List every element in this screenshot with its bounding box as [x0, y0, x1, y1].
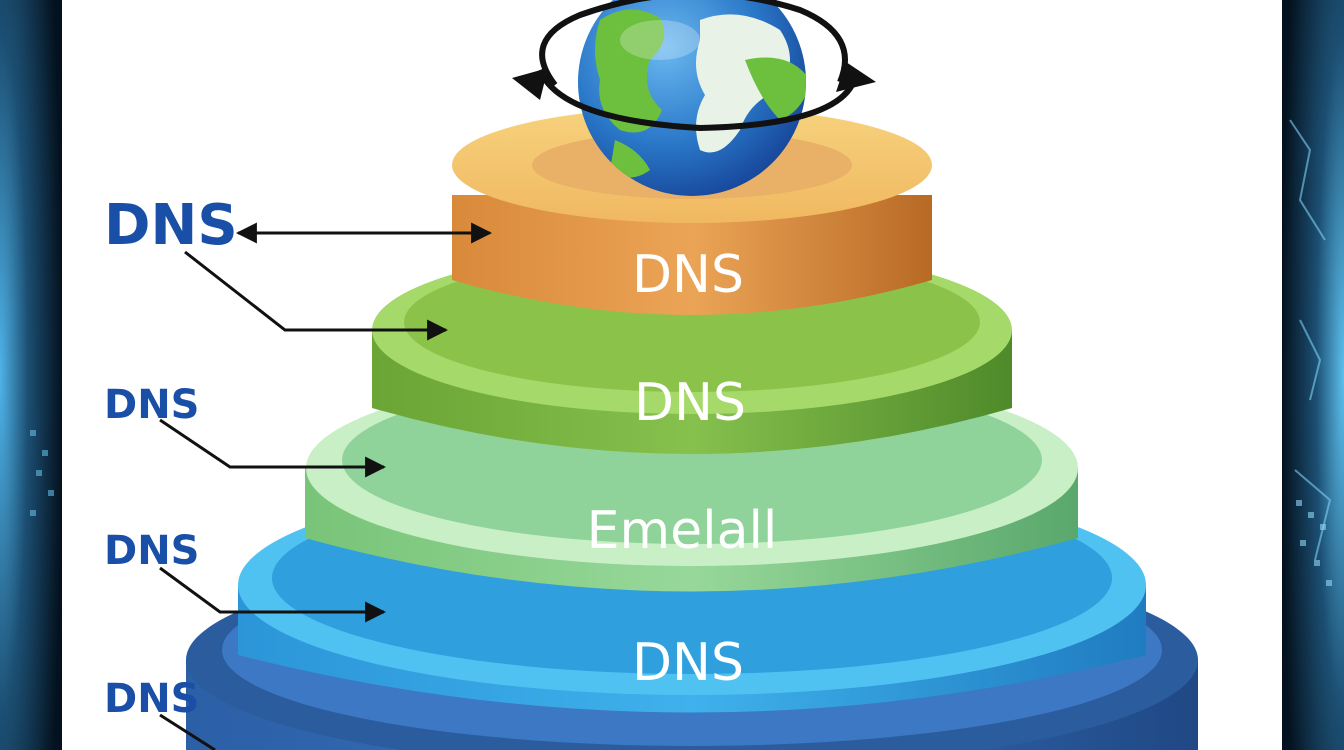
side-label-3: DNS [104, 528, 200, 574]
left-pixel-pattern [30, 430, 54, 516]
arrow-2 [184, 250, 449, 341]
arrow-4 [159, 566, 387, 623]
tier-orange-label: DNS [632, 245, 744, 305]
arrow-3 [159, 418, 387, 478]
arrow-5 [159, 713, 216, 750]
right-pixel-pattern [1296, 500, 1332, 586]
tier-blue-label: DNS [632, 633, 744, 693]
left-side-panel [0, 0, 62, 750]
right-side-panel [1282, 0, 1344, 750]
globe-icon [578, 0, 806, 196]
side-label-2: DNS [104, 382, 200, 428]
orbit-arrow-icon [512, 0, 876, 132]
right-circuit-pattern [1289, 119, 1332, 561]
side-label-4: DNS [104, 676, 200, 722]
side-label-1: DNS [104, 193, 238, 258]
connector-arrows [159, 222, 493, 750]
tier-lightgreen-label: Emelall [587, 501, 778, 561]
tier-green-label: DNS [634, 373, 746, 433]
